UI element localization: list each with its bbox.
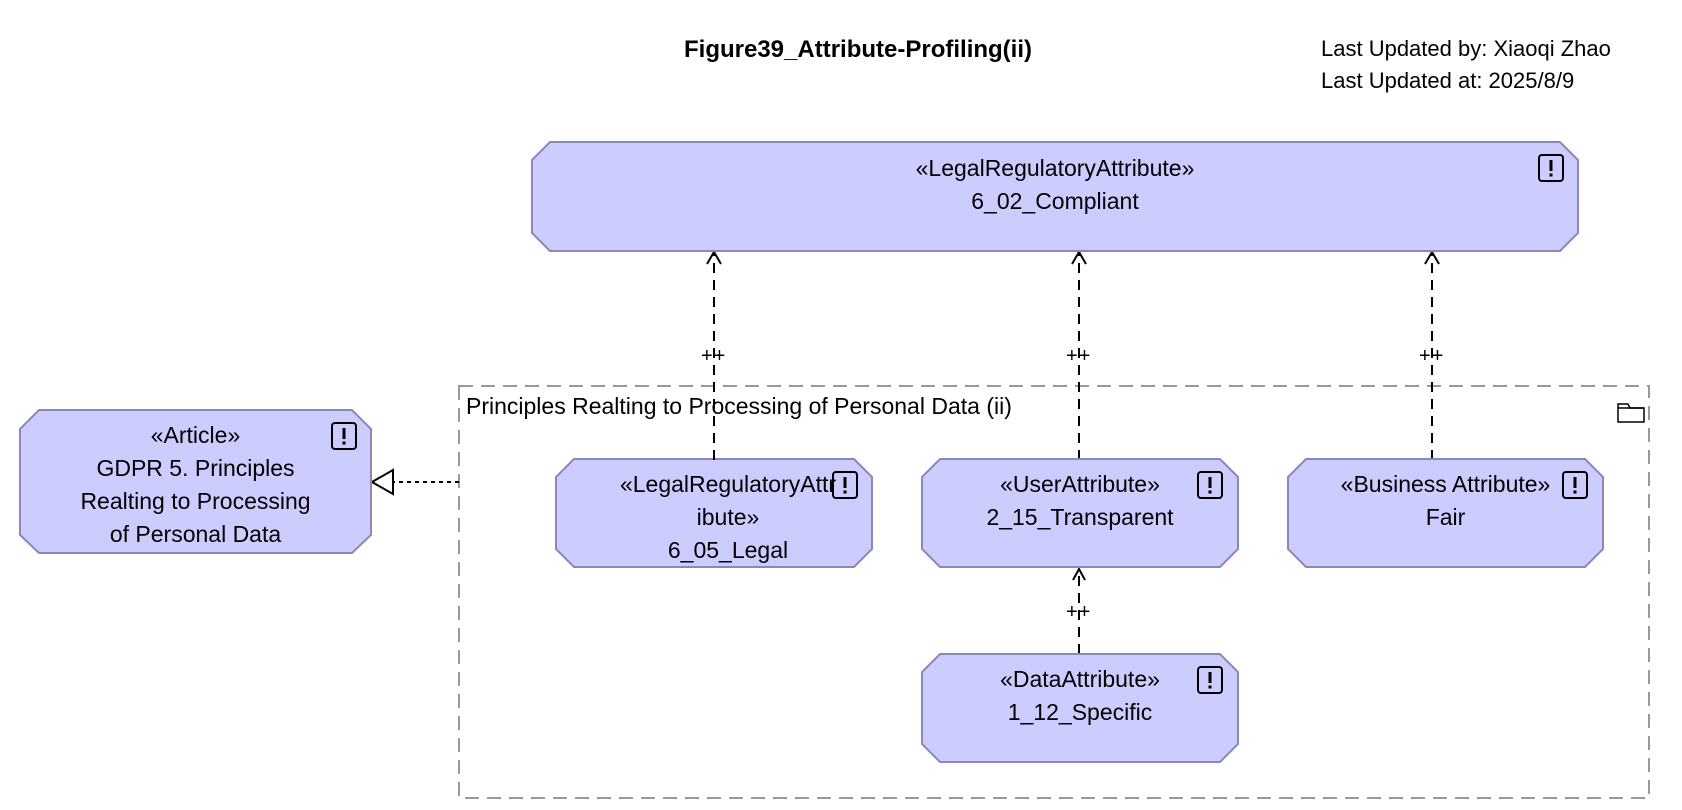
arrowhead-legal — [706, 250, 722, 265]
article-name-line1: GDPR 5. Principles — [96, 455, 295, 481]
fair-stereotype: «Business Attribute» — [1340, 471, 1551, 497]
arrowhead-specific — [1072, 566, 1086, 581]
compliant-node[interactable] — [531, 141, 1579, 252]
compliant-stereotype: «LegalRegulatoryAttribute» — [915, 155, 1195, 181]
legal-label: «LegalRegulatoryAttr ibute» 6_05_Legal — [586, 468, 870, 567]
fair-label: «Business Attribute» Fair — [1288, 468, 1603, 534]
article-label: «Article» GDPR 5. Principles Realting to… — [20, 419, 371, 551]
transparent-stereotype: «UserAttribute» — [1000, 471, 1160, 497]
transparent-name: 2_15_Transparent — [986, 504, 1174, 530]
article-name-line3: of Personal Data — [109, 521, 282, 547]
legal-stereotype-line2: ibute» — [696, 504, 760, 530]
compliant-name: 6_02_Compliant — [971, 188, 1139, 214]
fair-node[interactable] — [1287, 458, 1604, 568]
arrowhead-fair — [1424, 250, 1440, 265]
folder-icon — [1617, 403, 1645, 423]
diagram-title: Figure39_Attribute-Profiling(ii) — [684, 36, 1032, 63]
package-frame[interactable] — [458, 385, 1650, 799]
legal-node[interactable] — [555, 458, 873, 568]
transparent-node[interactable] — [921, 458, 1239, 568]
specific-label: «DataAttribute» 1_12_Specific — [922, 663, 1238, 729]
last-updated-by: Last Updated by: Xiaoqi Zhao — [1321, 36, 1611, 61]
compliant-label: «LegalRegulatoryAttribute» 6_02_Complian… — [532, 152, 1578, 218]
article-node[interactable] — [19, 409, 372, 554]
last-updated-at: Last Updated at: 2025/8/9 — [1321, 68, 1575, 93]
multiplicity-specific: ++ — [1066, 601, 1092, 623]
specific-name: 1_12_Specific — [1007, 699, 1153, 725]
multiplicity-legal: ++ — [701, 345, 727, 367]
transparent-label: «UserAttribute» 2_15_Transparent — [922, 468, 1238, 534]
legal-name: 6_05_Legal — [667, 537, 789, 563]
specific-stereotype: «DataAttribute» — [1000, 666, 1160, 692]
fair-name: Fair — [1425, 504, 1466, 530]
package-name: Principles Realting to Processing of Per… — [466, 393, 1012, 419]
legal-stereotype-line1: «LegalRegulatoryAttr — [619, 471, 837, 497]
multiplicity-transparent: ++ — [1066, 345, 1092, 367]
arrowhead-transparent — [1071, 250, 1087, 265]
article-name-line2: Realting to Processing — [80, 488, 311, 514]
article-stereotype: «Article» — [150, 422, 241, 448]
specific-node[interactable] — [921, 653, 1239, 763]
multiplicity-fair: ++ — [1419, 345, 1445, 367]
realization-arrowhead — [369, 468, 394, 496]
